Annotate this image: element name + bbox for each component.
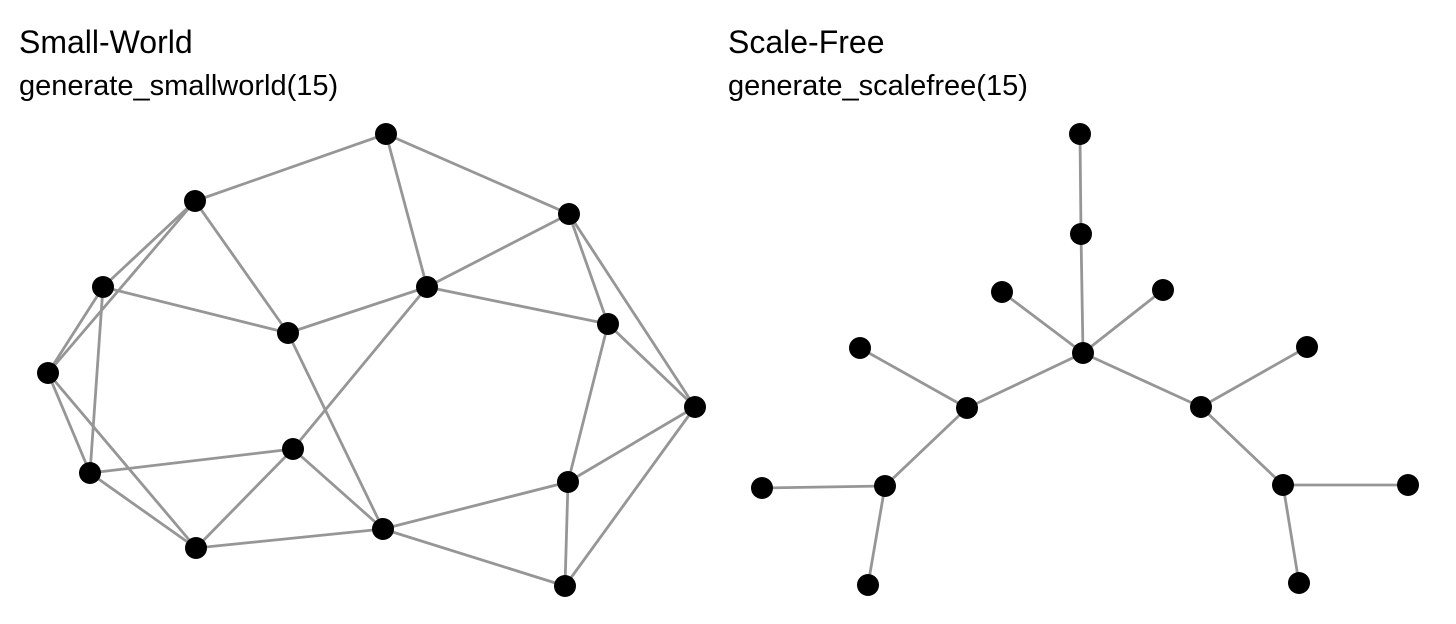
graph-edge	[1199, 405, 1285, 487]
graph-edge	[384, 132, 429, 289]
graph-edge	[88, 447, 295, 475]
graph-edge	[194, 447, 295, 550]
graph-edge	[1081, 288, 1165, 355]
graph-node	[857, 574, 879, 596]
graph-node	[184, 190, 206, 212]
graph-node	[558, 203, 580, 225]
graph-node	[1069, 123, 1091, 145]
small-world-title: Small-World	[19, 24, 193, 60]
graph-node	[375, 123, 397, 145]
graph-edge	[563, 405, 697, 588]
graph-edge	[88, 285, 105, 475]
graph-node	[684, 396, 706, 418]
graph-edge	[858, 346, 969, 410]
graph-node	[416, 276, 438, 298]
graph-node	[554, 575, 576, 597]
graph-edge	[883, 406, 969, 488]
graph-edge	[46, 371, 92, 475]
small-world-graph	[37, 123, 706, 597]
graph-edge	[1000, 290, 1085, 355]
graph-node	[751, 477, 773, 499]
graph-edge	[760, 484, 887, 490]
graph-edge	[566, 322, 610, 484]
graph-edge	[286, 331, 385, 531]
graph-edge	[101, 285, 290, 335]
graph-node	[372, 518, 394, 540]
graph-edge	[88, 471, 198, 550]
graph-node	[277, 322, 299, 344]
graph-edge	[425, 285, 610, 326]
graph-edge	[381, 527, 567, 588]
graph-edge	[291, 285, 429, 451]
graph-edge	[291, 447, 385, 531]
graph-node	[1072, 342, 1094, 364]
graph-node	[1152, 279, 1174, 301]
graph-edge	[46, 285, 105, 375]
graph-node	[557, 471, 579, 493]
graph-node	[79, 462, 101, 484]
graph-edge	[1081, 351, 1203, 409]
graph-edge	[1281, 483, 1301, 585]
graph-edge	[965, 351, 1085, 410]
graph-node	[1397, 474, 1419, 496]
graph-node	[1070, 223, 1092, 245]
graph-node	[849, 337, 871, 359]
small-world-subtitle: generate_smallworld(15)	[19, 70, 339, 102]
graph-edge	[866, 484, 887, 587]
graph-edge	[101, 199, 197, 289]
graph-node	[185, 537, 207, 559]
graph-node	[1272, 474, 1294, 496]
graph-edge	[384, 132, 571, 216]
graph-node	[37, 362, 59, 384]
graph-edge	[563, 480, 570, 588]
graph-edge	[381, 480, 570, 531]
graph-node	[991, 281, 1013, 303]
scale-free-title: Scale-Free	[728, 24, 885, 60]
graph-edge	[286, 285, 429, 335]
graph-edge	[1199, 345, 1309, 409]
graph-node	[874, 475, 896, 497]
graph-edge	[46, 371, 198, 550]
graph-edge	[567, 212, 610, 326]
graph-edge	[1079, 232, 1085, 355]
graph-edge	[566, 405, 697, 484]
graph-edge	[1078, 132, 1083, 236]
graph-edge	[46, 199, 197, 375]
graph-edge	[425, 212, 571, 289]
graph-node	[1288, 572, 1310, 594]
graph-node	[282, 438, 304, 460]
scale-free-graph	[751, 123, 1419, 596]
graph-edge	[193, 199, 290, 335]
graph-edge	[567, 212, 697, 409]
graph-node	[597, 313, 619, 335]
graph-edge	[606, 322, 697, 409]
graph-edge	[194, 527, 385, 550]
graph-edge	[193, 132, 388, 203]
graph-node	[1296, 336, 1318, 358]
graph-node	[956, 397, 978, 419]
scale-free-subtitle: generate_scalefree(15)	[728, 70, 1028, 102]
graph-node	[1190, 396, 1212, 418]
graph-node	[92, 276, 114, 298]
